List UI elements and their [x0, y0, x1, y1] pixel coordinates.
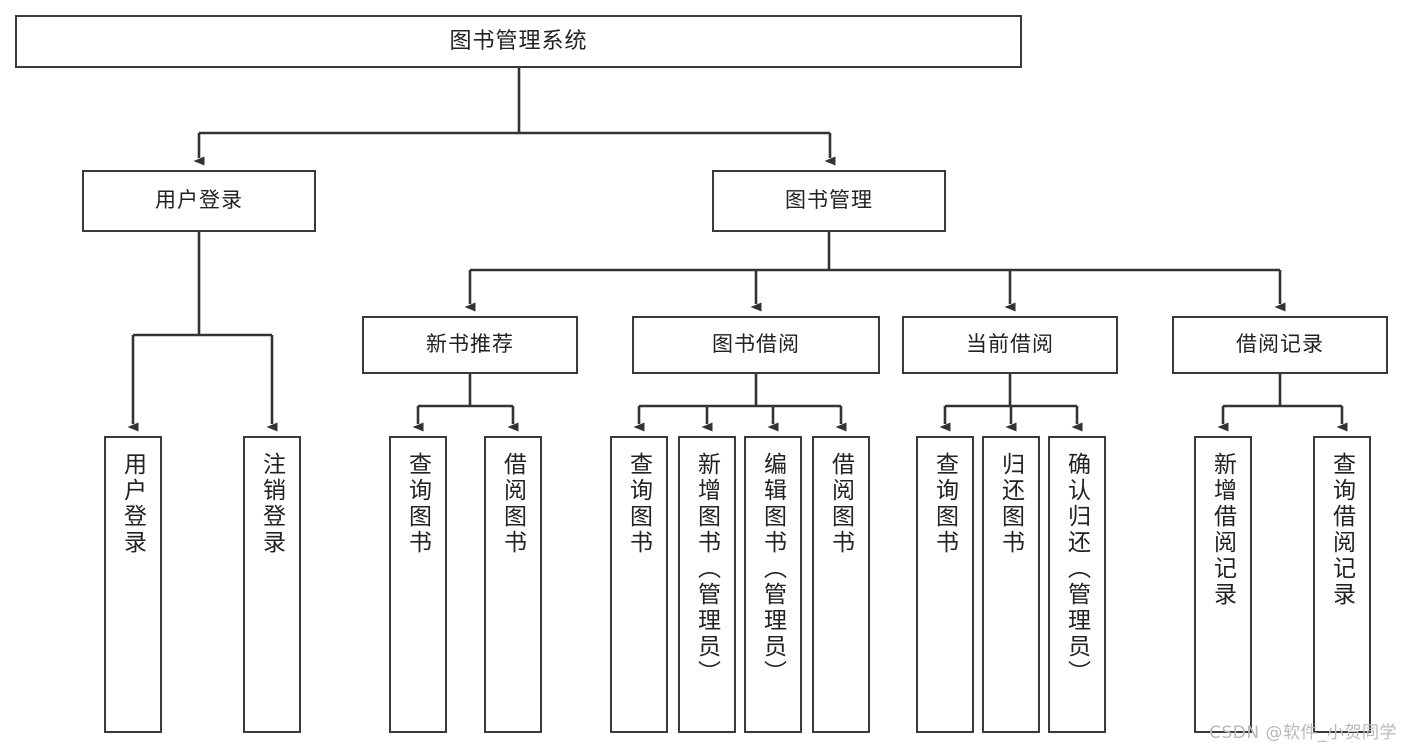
leaf-query-record-label: 查询借阅记录 [1329, 452, 1356, 608]
node-new-book-rec-label: 新书推荐 [426, 333, 514, 357]
node-book-borrow[interactable]: 图书借阅 [632, 316, 880, 374]
leaf-add-book[interactable]: 新增图书（管理员） [678, 436, 736, 733]
leaf-query-book-1-label: 查询图书 [405, 452, 432, 556]
leaf-confirm-return-label: 确认归还（管理员） [1064, 452, 1091, 686]
node-borrow-record[interactable]: 借阅记录 [1172, 316, 1388, 374]
node-root-label: 图书管理系统 [449, 28, 588, 54]
leaf-borrow-book-1[interactable]: 借阅图书 [484, 436, 542, 733]
leaf-user-login[interactable]: 用户登录 [104, 436, 162, 733]
leaf-return-book[interactable]: 归还图书 [982, 436, 1040, 733]
leaf-query-book-3-label: 查询图书 [932, 452, 959, 556]
node-current-borrow[interactable]: 当前借阅 [902, 316, 1118, 374]
leaf-query-book-3[interactable]: 查询图书 [916, 436, 974, 733]
node-user-login-label: 用户登录 [155, 189, 243, 213]
leaf-return-book-label: 归还图书 [998, 452, 1025, 556]
node-root[interactable]: 图书管理系统 [15, 15, 1022, 68]
leaf-query-record[interactable]: 查询借阅记录 [1313, 436, 1371, 733]
leaf-confirm-return[interactable]: 确认归还（管理员） [1048, 436, 1106, 733]
leaf-edit-book-label: 编辑图书（管理员） [760, 452, 787, 686]
leaf-query-book-2-label: 查询图书 [626, 452, 653, 556]
csdn-watermark: CSDN @软件_小贺同学 [1209, 723, 1397, 743]
leaf-borrow-book-2[interactable]: 借阅图书 [812, 436, 870, 733]
leaf-add-record-label: 新增借阅记录 [1210, 452, 1237, 608]
leaf-borrow-book-2-label: 借阅图书 [828, 452, 855, 556]
leaf-edit-book[interactable]: 编辑图书（管理员） [744, 436, 802, 733]
node-book-manage[interactable]: 图书管理 [712, 170, 946, 232]
node-user-login[interactable]: 用户登录 [82, 170, 316, 232]
leaf-borrow-book-1-label: 借阅图书 [500, 452, 527, 556]
leaf-query-book-1[interactable]: 查询图书 [389, 436, 447, 733]
leaf-add-book-label: 新增图书（管理员） [694, 452, 721, 686]
node-current-borrow-label: 当前借阅 [966, 333, 1054, 357]
node-borrow-record-label: 借阅记录 [1236, 333, 1324, 357]
leaf-add-record[interactable]: 新增借阅记录 [1194, 436, 1252, 733]
leaf-query-book-2[interactable]: 查询图书 [610, 436, 668, 733]
node-book-borrow-label: 图书借阅 [712, 333, 800, 357]
leaf-user-login-label: 用户登录 [120, 452, 147, 556]
leaf-user-logout-label: 注销登录 [259, 452, 286, 556]
node-book-manage-label: 图书管理 [785, 189, 873, 213]
leaf-user-logout[interactable]: 注销登录 [243, 436, 301, 733]
node-new-book-rec[interactable]: 新书推荐 [362, 316, 578, 374]
